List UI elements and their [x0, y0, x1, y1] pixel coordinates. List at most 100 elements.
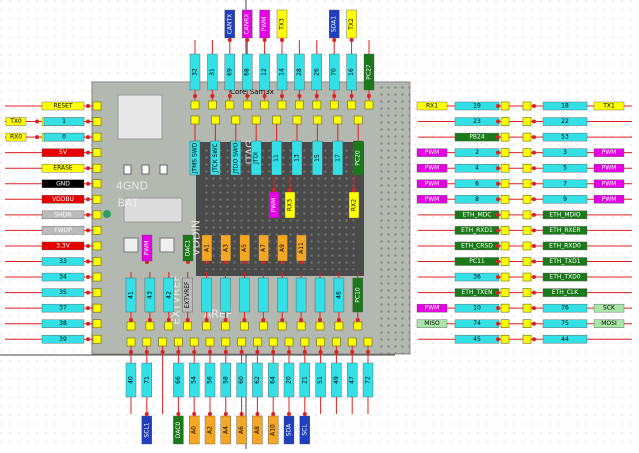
inner-top-pin-4-text: 11: [273, 154, 280, 162]
left-tag-RESET-text: RESET: [53, 103, 73, 110]
top-pin-dot: [245, 94, 250, 98]
inner-top-tag-dot: [352, 188, 356, 192]
inner-top-tag-dot: [288, 188, 292, 192]
top-pin-12: [259, 53, 270, 91]
right-rnum-ETH_TXD1: [542, 257, 588, 266]
top-tag-dot: [332, 38, 337, 42]
bottom-pin-51-text: 51: [317, 376, 324, 384]
right-rtag-PWM-5-text: PWM: [602, 180, 617, 187]
top-pin-69-text: 69: [226, 68, 233, 76]
top-pin-dot: [210, 94, 215, 98]
left-pin-dot: [86, 135, 90, 140]
right-rtag-SCK-13: [593, 303, 625, 313]
left-tag-GND-text: GND: [56, 180, 70, 187]
top-pin-pad: [312, 100, 322, 110]
inner-top-pin-6-text: 15: [314, 154, 321, 162]
top-tag-CANRX: [241, 9, 253, 39]
inner-bottom-pad: [202, 321, 211, 331]
left-pin-pad: [92, 117, 102, 126]
board-title: Core_Sam3x: [230, 88, 274, 96]
inner-bottom-tag-A5: [239, 234, 250, 262]
right-ltag-PWM-6: [416, 195, 448, 204]
bottom-pin-71-text: 71: [143, 376, 150, 384]
inner-bottom-tag-A5-text: A5: [241, 244, 248, 252]
inner-bottom-dot: [166, 318, 171, 322]
inner-top-pin-5-text: 13: [294, 154, 301, 162]
right-lnum-ETH_TXEN-text: ETH_TXEN: [461, 289, 492, 296]
left-tag-VDDBU: [41, 195, 85, 204]
bottom-tag-A8-text: A8: [254, 426, 261, 434]
left-tag-TX0-outer-text: TX0: [9, 118, 22, 125]
top-pin-pad: [208, 100, 217, 110]
right-dot-right: [532, 306, 536, 311]
left-pin-pad: [92, 257, 102, 266]
right-ltag-MISO-14-text: MISO: [424, 320, 440, 327]
top-pin-12-text: 12: [261, 68, 268, 76]
right-pad-right: [522, 179, 532, 189]
led-1: [141, 164, 150, 175]
right-rtag-TX1-0: [593, 101, 625, 111]
inner-bottom-pad: [240, 321, 249, 331]
bottom-tag-SCL1: [141, 415, 153, 445]
inner-bottom-pin-11: [333, 277, 345, 313]
right-dot-right: [532, 135, 536, 140]
bottom-pin-71: [141, 362, 153, 398]
bottom-tag-SCL: [299, 415, 310, 445]
left-pin-dot: [86, 243, 90, 248]
right-pad-left: [500, 334, 510, 344]
top-tag-CANTX: [224, 9, 236, 39]
crystal: [123, 197, 183, 223]
right-lnum-74-text: 74: [473, 320, 481, 327]
right-dot-left: [496, 181, 500, 186]
bottom-pin-47: [347, 362, 358, 398]
right-rnum-ETH_TXD0: [542, 272, 588, 282]
right-pad-right: [522, 117, 532, 126]
right-rtag-PWM-3: [593, 148, 625, 157]
left-pin-dot: [86, 290, 90, 295]
inner-bottom-pad: [315, 321, 325, 331]
left-pin-37-text: 37: [59, 305, 67, 312]
right-dot-left: [496, 135, 500, 140]
led-0: [123, 164, 132, 175]
inner-bottom-pad: [258, 321, 268, 331]
left-num-dot: [35, 119, 39, 124]
bottom-pin-21-text: 21: [301, 376, 308, 384]
silk-text: BAT: [118, 197, 139, 210]
inner-top-pin-4: [271, 140, 282, 176]
right-ltag-PWM-5: [416, 179, 448, 188]
right-pad-right: [522, 210, 532, 220]
bottom-tag-SCL1-text: SCL1: [143, 422, 150, 437]
right-lnum-ETH_MDC-text: ETH_MDC: [463, 211, 492, 218]
inner-top-pin-6: [312, 140, 323, 176]
top-tag-TX2-text: TX2: [348, 18, 355, 31]
right-dot-right: [532, 243, 536, 248]
inner-bottom-pin-12: [352, 277, 363, 313]
right-rnum-ETH_MDIO: [542, 210, 588, 220]
bottom-pin-66-text: 66: [175, 376, 182, 384]
top-tag-SDA1-text: SDA1: [331, 16, 338, 32]
right-rnum-9: [542, 195, 588, 204]
bottom-pin-dot: [192, 350, 197, 354]
inner-bottom-tag-A11-text: A11: [298, 242, 305, 254]
top-pin-PC27: [363, 53, 375, 91]
right-pad-left: [500, 148, 510, 157]
inner-bottom-tag-A11: [296, 234, 307, 262]
right-dot-right: [532, 337, 536, 342]
top-tag-SDA1: [329, 9, 340, 39]
top-pin-pad: [242, 100, 252, 110]
inner-top-tag-PWM-0: [268, 191, 280, 219]
bottom-pin-pad: [284, 337, 294, 347]
right-dot-right: [532, 321, 536, 326]
left-pin-pad: [92, 179, 102, 189]
inner-bottom-tag-PWM: [141, 234, 153, 262]
inner-top-pin-0: [189, 140, 201, 176]
bottom-tag-dot: [239, 412, 244, 416]
bottom-pin-dot: [144, 350, 149, 354]
right-lnum-23-text: 23: [473, 118, 481, 125]
inner-bottom-dot: [147, 318, 152, 322]
bottom-tag-dot: [208, 412, 212, 416]
bottom-pin-dot: [350, 350, 355, 354]
top-pin-31: [207, 53, 218, 91]
inner-top-pin-3: [250, 140, 262, 176]
bottom-tag-dot: [255, 412, 260, 416]
